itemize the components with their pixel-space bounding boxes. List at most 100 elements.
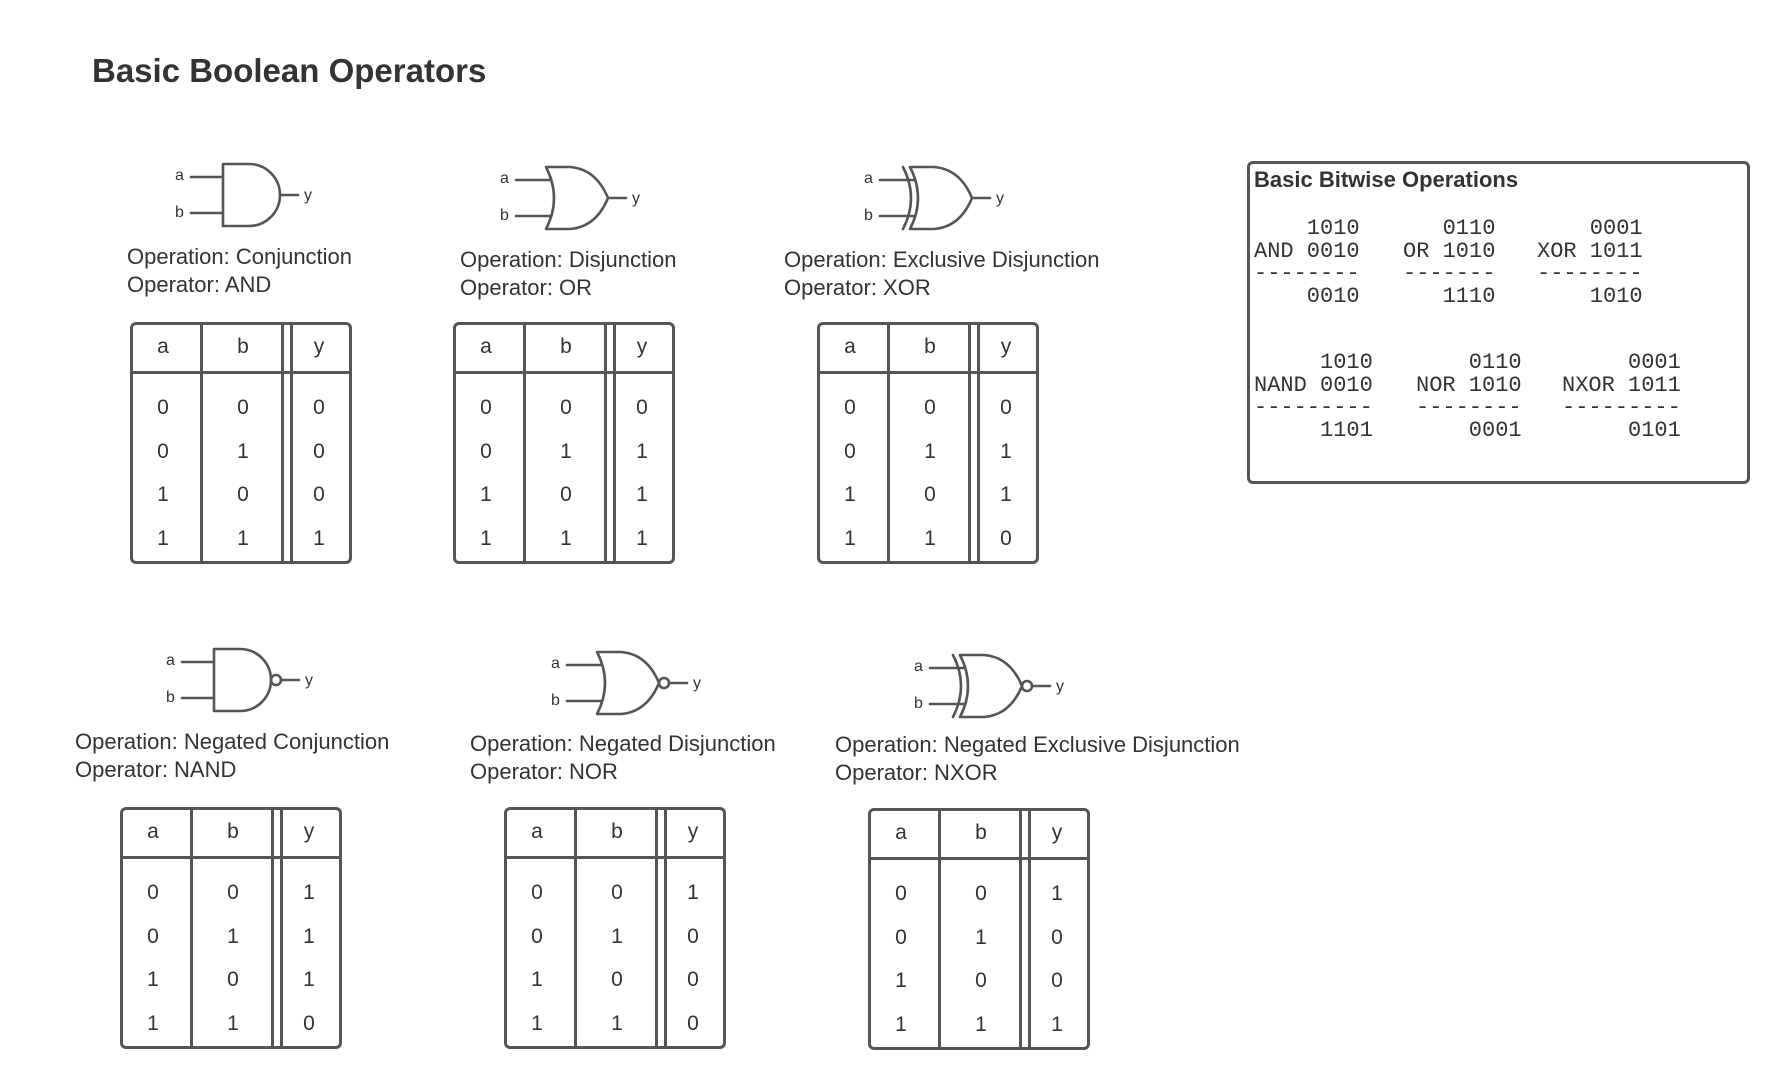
table-column-divider (574, 810, 577, 1046)
table-cell: 1 (895, 969, 907, 992)
table-cell: 0 (844, 440, 856, 463)
gate-input-b-label: b (864, 207, 873, 224)
table-cell: 1 (560, 527, 572, 550)
gate-input-b-label: b (175, 204, 184, 221)
bitwise-line: -------- (1537, 261, 1643, 286)
table-column-divider (1028, 811, 1031, 1047)
table-cell: 1 (895, 1013, 907, 1036)
table-header-cell: a (480, 335, 492, 358)
gate-body (958, 653, 1024, 719)
table-cell: 1 (636, 483, 648, 506)
table-cell: 0 (975, 882, 987, 905)
table-column-divider (200, 325, 203, 561)
bitwise-line: 1110 (1403, 283, 1496, 309)
gate-input-a-label: a (864, 170, 873, 187)
operation-label: Operation: Negated Exclusive Disjunction (835, 732, 1240, 757)
table-header-cell: y (636, 335, 648, 358)
table-header-cell: y (313, 335, 325, 358)
bitwise-line: -------- (1254, 261, 1360, 286)
table-header-cell: a (844, 335, 856, 358)
table-column-divider (281, 325, 284, 561)
table-cell: 0 (1000, 527, 1012, 550)
bitwise-line: 0110 (1416, 350, 1522, 375)
operation-label: Operation: Exclusive Disjunction (784, 247, 1100, 272)
table-cell: 1 (560, 440, 572, 463)
table-header-cell: a (531, 820, 543, 843)
table-column-divider (1019, 811, 1022, 1047)
operation-label: Operation: Conjunction (127, 244, 353, 269)
table-cell: 1 (1000, 483, 1012, 506)
table-cell: 1 (975, 1013, 987, 1036)
gate-input-b-label: b (551, 692, 560, 709)
operator-label: Operator: AND (127, 272, 272, 297)
table-header-cell: b (560, 335, 572, 358)
table-cell: 0 (227, 881, 239, 904)
table-cell: 0 (313, 396, 325, 419)
table-cell: 1 (480, 483, 492, 506)
table-header-cell: y (303, 820, 315, 843)
negation-bubble-icon (1020, 679, 1034, 693)
table-cell: 1 (611, 1012, 623, 1035)
table-column-divider (290, 325, 293, 561)
table-column-divider (613, 325, 616, 561)
bitwise-line: 1010 (1254, 216, 1360, 241)
table-cell: 0 (531, 925, 543, 948)
gate-output-y-label: y (632, 190, 640, 207)
table-cell: 0 (237, 483, 249, 506)
operator-label: Operator: XOR (784, 275, 931, 300)
nand-gate-icon: a b y (166, 647, 313, 713)
table-cell: 1 (636, 440, 648, 463)
table-cell: 1 (227, 925, 239, 948)
table-header-cell: b (227, 820, 239, 843)
table-cell: 1 (303, 881, 315, 904)
table-cell: 1 (1051, 882, 1063, 905)
table-column-divider (977, 325, 980, 561)
table-cell: 1 (924, 527, 936, 550)
nor-gate-icon: a b y (551, 650, 701, 716)
table-cell: 0 (147, 881, 159, 904)
table-header-divider (123, 856, 339, 859)
table-cell: 1 (237, 440, 249, 463)
and-gate-icon: a b y (175, 162, 312, 228)
table-cell: 1 (636, 527, 648, 550)
table-cell: 0 (1051, 926, 1063, 949)
or-gate-icon: a b y (500, 165, 640, 231)
gate-input-a-label: a (166, 652, 175, 669)
table-header-cell: b (237, 335, 249, 358)
table-header-cell: y (1051, 821, 1063, 844)
operator-label: Operator: NXOR (835, 760, 998, 785)
table-column-divider (190, 810, 193, 1046)
table-cell: 0 (480, 396, 492, 419)
gate-input-b-label: b (166, 689, 175, 706)
table-header-divider (820, 371, 1036, 374)
table-header-divider (871, 857, 1087, 860)
table-cell: 1 (1000, 440, 1012, 463)
gate-body (544, 165, 610, 231)
table-cell: 0 (480, 440, 492, 463)
bitwise-line: -------- (1416, 395, 1522, 420)
gate-input-a-label: a (551, 655, 560, 672)
gate-body (908, 165, 974, 231)
table-cell: 1 (844, 527, 856, 550)
gate-input-b-label: b (500, 207, 509, 224)
bitwise-line: NXOR 1011 (1562, 372, 1681, 398)
table-column-divider (938, 811, 941, 1047)
bitwise-line: XOR 1011 (1537, 238, 1643, 264)
operation-label: Operation: Negated Conjunction (75, 729, 390, 754)
bitwise-line: 1010 (1537, 283, 1643, 309)
operator-caption: Operation: Negated Exclusive Disjunction… (835, 731, 1240, 787)
bitwise-line: NOR 1010 (1416, 372, 1522, 398)
table-cell: 0 (844, 396, 856, 419)
xor-gate-icon: a b y (864, 165, 1004, 231)
table-cell: 0 (975, 969, 987, 992)
operator-label: Operator: NAND (75, 757, 237, 782)
table-cell: 1 (480, 527, 492, 550)
table-cell: 0 (924, 483, 936, 506)
table-column-divider (280, 810, 283, 1046)
